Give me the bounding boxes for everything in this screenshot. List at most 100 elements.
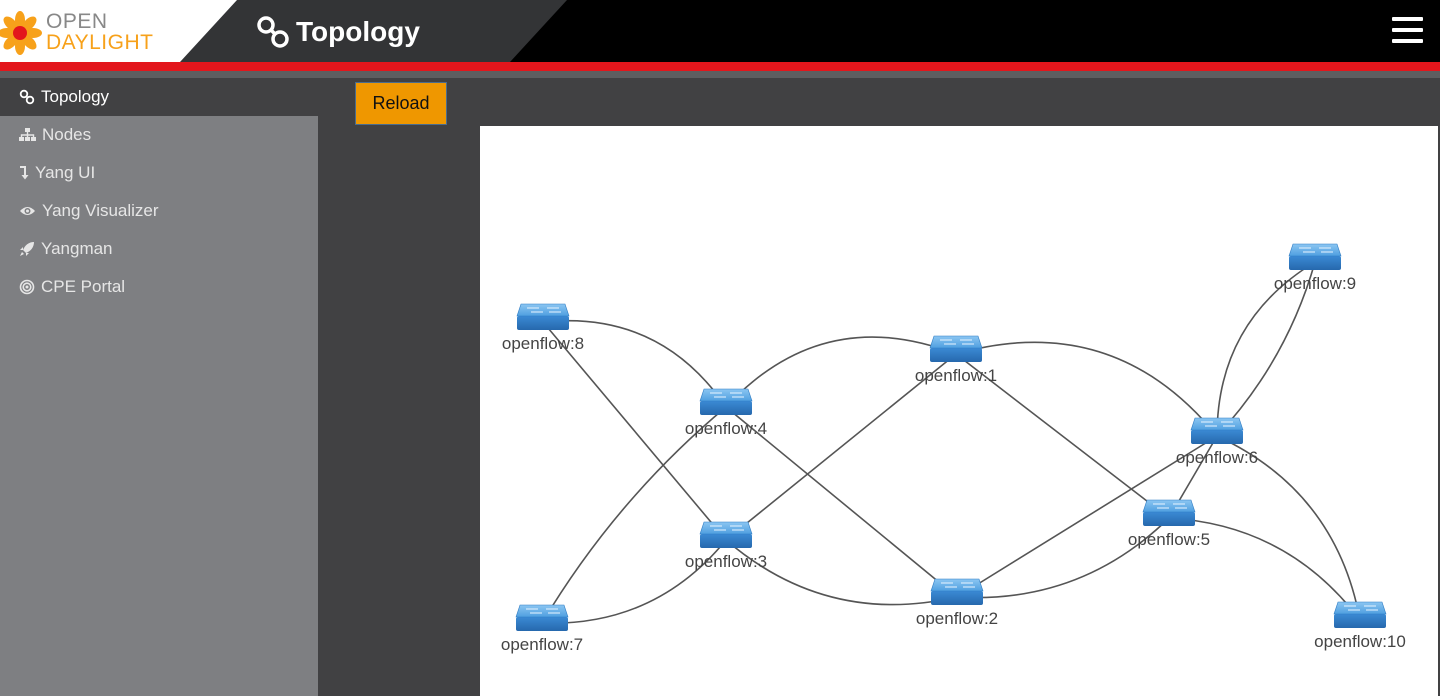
topology-link[interactable]	[725, 336, 957, 408]
switch-node-label: openflow:2	[916, 609, 998, 628]
sidebar-item-label: Yang UI	[35, 163, 96, 182]
topology-link[interactable]	[956, 435, 1218, 598]
accent-bar	[0, 62, 1440, 71]
switch-node[interactable]: openflow:9	[1274, 243, 1356, 293]
page-title: Topology	[256, 12, 420, 52]
topology-link[interactable]	[1168, 517, 1361, 621]
sidebar-item-cpe-portal[interactable]: CPE Portal	[0, 268, 318, 306]
switch-icon	[700, 401, 752, 415]
sidebar-item-topology[interactable]: Topology	[0, 78, 318, 116]
hamburger-icon	[1392, 17, 1423, 21]
hamburger-menu-button[interactable]	[1392, 17, 1423, 43]
topology-link[interactable]	[1216, 261, 1316, 437]
sitemap-icon	[19, 128, 36, 141]
switch-node[interactable]: openflow:10	[1314, 601, 1406, 651]
header-divider	[0, 71, 1440, 78]
switch-node[interactable]: openflow:5	[1128, 499, 1210, 549]
opendaylight-logo-icon	[0, 11, 42, 55]
topology-canvas[interactable]: openflow:8 openflow:4 openflow:1 openflow:9…	[480, 126, 1438, 696]
switch-icon	[1334, 614, 1386, 628]
switch-icon-top	[1288, 243, 1342, 257]
page-title-text: Topology	[296, 16, 420, 47]
switch-icon	[1143, 512, 1195, 526]
switch-icon-top	[515, 604, 569, 618]
sidebar-item-yang-ui[interactable]: Yang UI	[0, 154, 318, 192]
topology-link[interactable]	[955, 341, 1218, 437]
hamburger-icon-bar	[1392, 39, 1423, 43]
switch-icon-arrows	[710, 392, 744, 398]
switch-icon	[516, 617, 568, 631]
eye-icon	[20, 207, 35, 215]
title-plate	[180, 0, 567, 62]
switch-icon-arrows	[940, 339, 974, 345]
switch-node-label: openflow:7	[501, 635, 583, 654]
topology-link[interactable]	[956, 517, 1170, 599]
switch-node[interactable]: openflow:4	[685, 388, 767, 438]
sidebar-item-label: Yangman	[41, 239, 113, 258]
sidebar: Topology Nodes Yang UI Yang Visualizer	[0, 78, 318, 696]
topology-links	[541, 261, 1361, 624]
sidebar-item-label: Nodes	[42, 125, 92, 144]
switch-icon	[1191, 430, 1243, 444]
logo-line1: OPEN	[46, 10, 108, 33]
rocket-icon	[20, 242, 34, 256]
sidebar-item-label: Topology	[41, 87, 110, 106]
topology-link[interactable]	[542, 319, 727, 408]
link-icon	[257, 16, 289, 48]
switch-icon-top	[1333, 601, 1387, 615]
topology-link[interactable]	[1216, 261, 1316, 437]
topology-graph[interactable]: openflow:8 openflow:4 openflow:1 openflow:9…	[480, 126, 1438, 696]
hamburger-icon-bar	[1392, 28, 1423, 32]
switch-icon-arrows	[1153, 503, 1187, 509]
switch-icon-arrows	[941, 582, 975, 588]
switch-icon-top	[1142, 499, 1196, 513]
switch-icon-top	[699, 521, 753, 535]
topology-link[interactable]	[542, 321, 727, 541]
switch-node-label: openflow:5	[1128, 530, 1210, 549]
switch-node[interactable]: openflow:7	[501, 604, 583, 654]
switch-node[interactable]: openflow:1	[915, 335, 997, 385]
topology-nodes: openflow:8 openflow:4 openflow:1 openflow:9…	[501, 243, 1406, 654]
switch-icon-top	[1190, 417, 1244, 431]
switch-icon	[931, 591, 983, 605]
reload-button[interactable]: Reload	[355, 82, 447, 125]
switch-node-label: openflow:10	[1314, 632, 1406, 651]
topology-link[interactable]	[541, 406, 727, 624]
switch-node-label: openflow:1	[915, 366, 997, 385]
switch-node-label: openflow:9	[1274, 274, 1356, 293]
switch-node[interactable]: openflow:2	[916, 578, 998, 628]
switch-icon-arrows	[1299, 247, 1333, 253]
topology-link[interactable]	[541, 539, 727, 624]
sidebar-item-label: CPE Portal	[41, 277, 126, 296]
topology-link[interactable]	[725, 406, 958, 598]
switch-icon	[1289, 256, 1341, 270]
link-icon	[19, 89, 35, 105]
switch-icon	[930, 348, 982, 362]
switch-node-label: openflow:3	[685, 552, 767, 571]
logo-line2: DAYLIGHT	[46, 31, 154, 54]
topology-link[interactable]	[725, 353, 957, 541]
switch-node-label: openflow:6	[1176, 448, 1258, 467]
switch-icon-top	[930, 578, 984, 592]
switch-icon	[700, 534, 752, 548]
level-down-icon	[20, 166, 29, 180]
sidebar-item-yangman[interactable]: Yangman	[0, 230, 318, 268]
switch-icon-arrows	[1201, 421, 1235, 427]
switch-icon-top	[929, 335, 983, 349]
target-icon	[19, 279, 35, 295]
app-header: OPEN DAYLIGHT Topology	[0, 0, 1440, 62]
switch-icon-arrows	[527, 307, 561, 313]
switch-node-label: openflow:4	[685, 419, 767, 438]
sidebar-item-yang-visualizer[interactable]: Yang Visualizer	[0, 192, 318, 230]
switch-icon-arrows	[526, 608, 560, 614]
sidebar-item-nodes[interactable]: Nodes	[0, 116, 318, 154]
topology-link[interactable]	[725, 539, 958, 606]
switch-node[interactable]: openflow:8	[502, 303, 584, 353]
sidebar-item-label: Yang Visualizer	[42, 201, 159, 220]
topology-link[interactable]	[1216, 435, 1361, 621]
switch-node[interactable]: openflow:3	[685, 521, 767, 571]
switch-icon-arrows	[1344, 605, 1378, 611]
switch-node[interactable]: openflow:6	[1176, 417, 1258, 467]
switch-icon-top	[516, 303, 570, 317]
topology-link[interactable]	[955, 353, 1170, 519]
